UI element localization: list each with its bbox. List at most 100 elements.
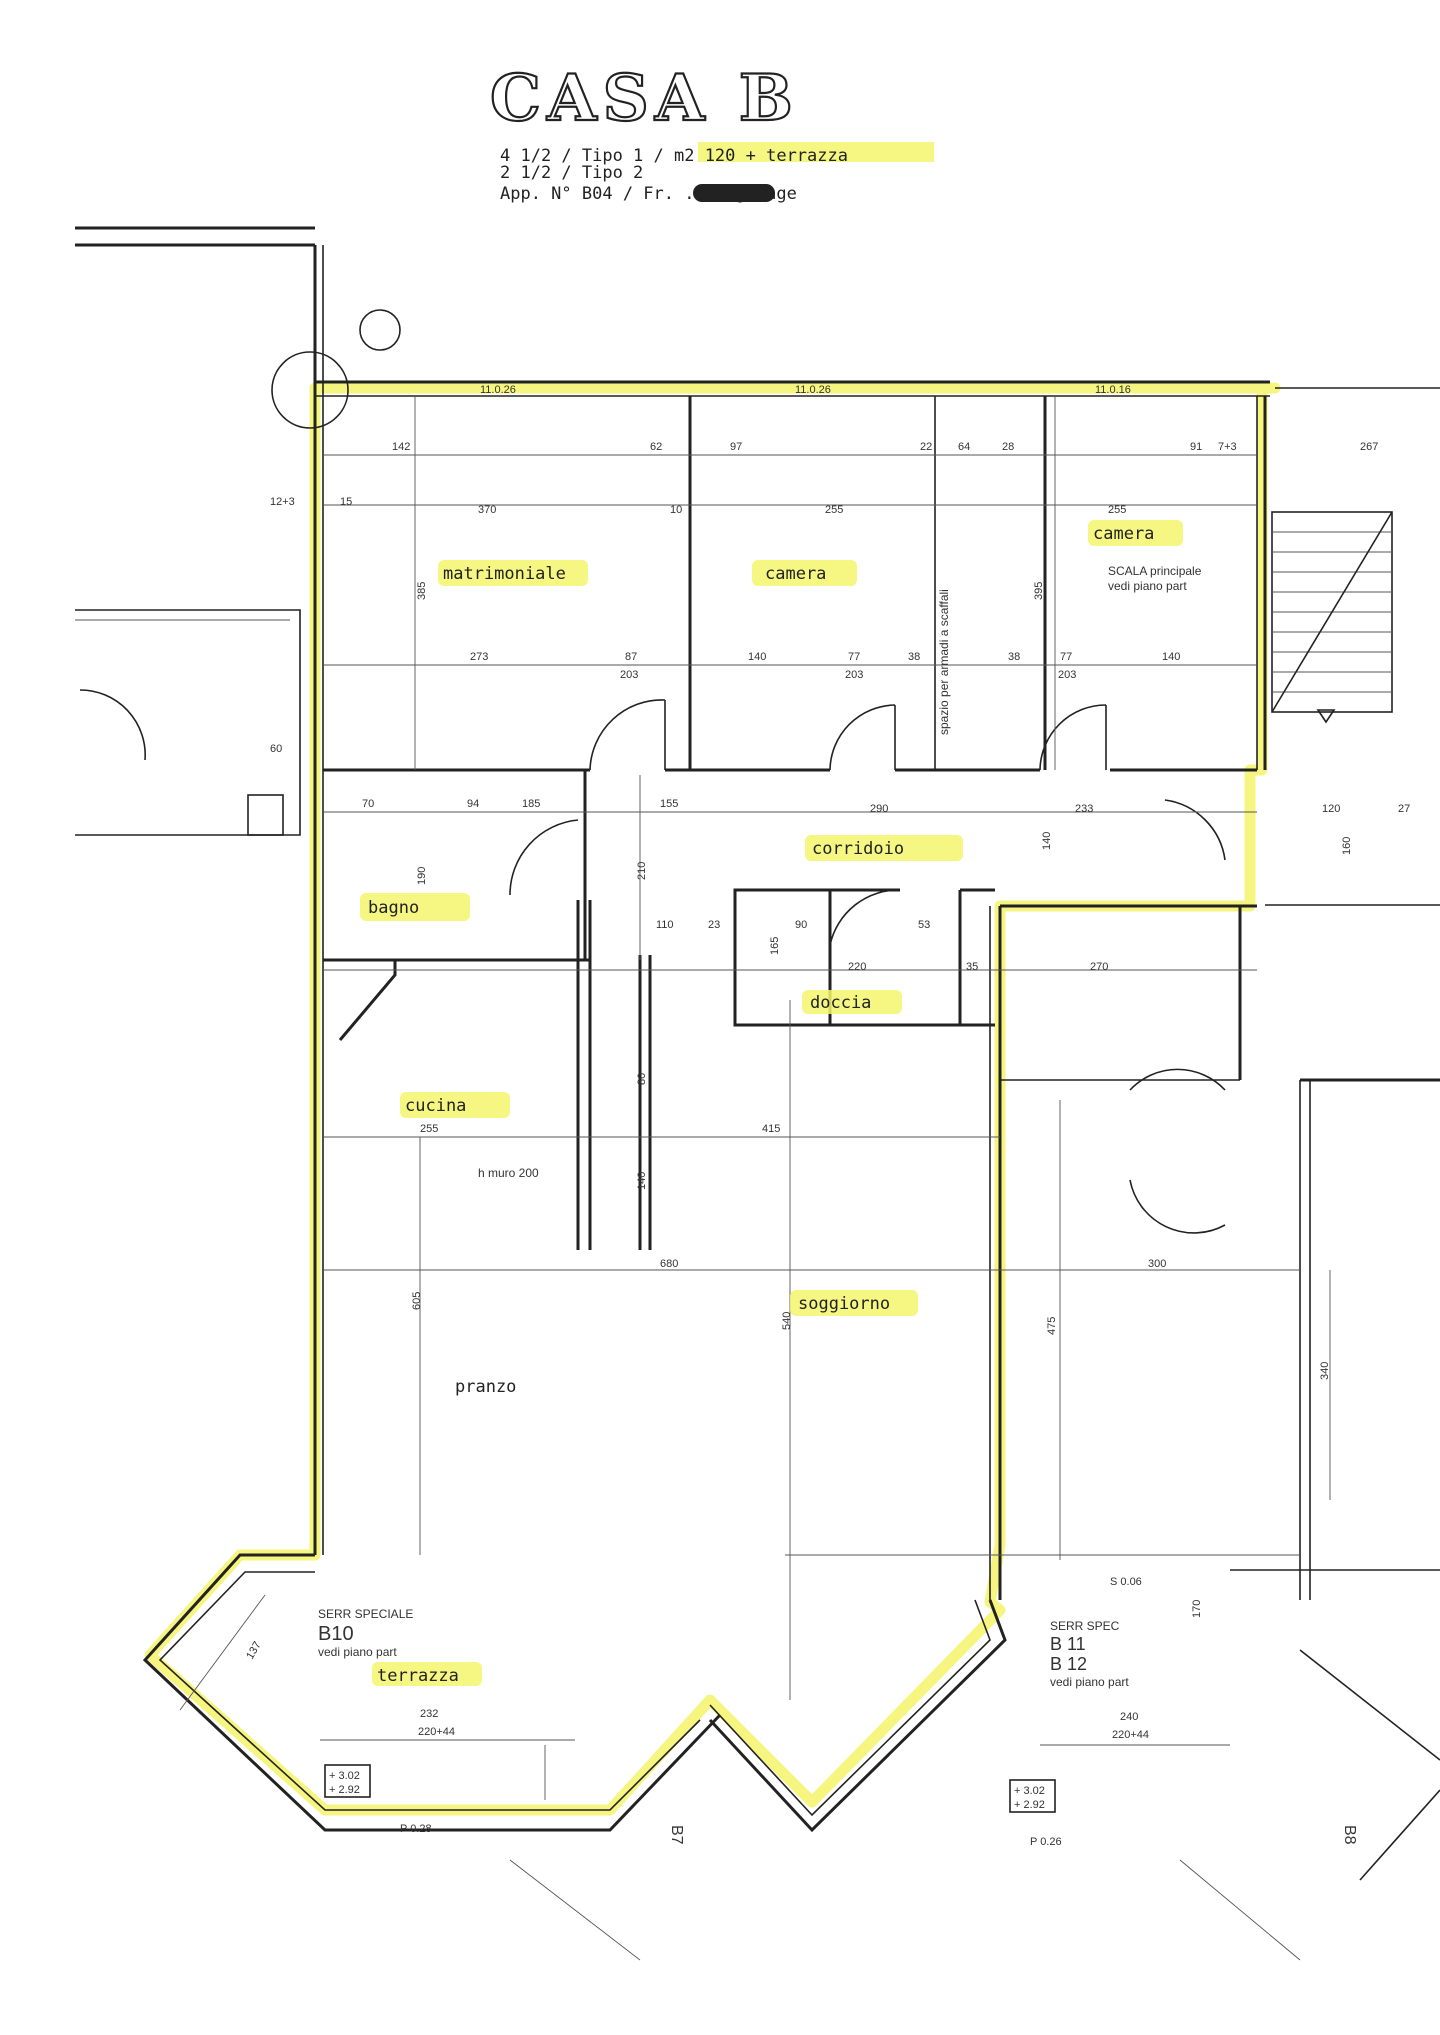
room-label-bagno: bagno bbox=[368, 898, 419, 918]
room-label-camera-2: camera bbox=[1093, 524, 1154, 544]
dimension-label: 62 bbox=[650, 441, 662, 453]
dimension-label: 273 bbox=[470, 651, 488, 663]
dimension-label: 140 bbox=[1162, 651, 1180, 663]
dimension-lines bbox=[179, 396, 1331, 1961]
dimension-label: 120 bbox=[1322, 803, 1340, 815]
wall-note-6: P 0.26 bbox=[1030, 1836, 1062, 1848]
dimension-label: 15 bbox=[340, 496, 352, 508]
dimension-label: 680 bbox=[660, 1258, 678, 1270]
wall-note-2: 11.0.26 bbox=[795, 384, 831, 396]
room-label-cucina: cucina bbox=[405, 1096, 466, 1116]
dimension-label: 270 bbox=[1090, 961, 1108, 973]
dimension-label: 165 bbox=[769, 937, 781, 955]
dimension-label: 233 bbox=[1075, 803, 1093, 815]
wall-note-5: P 0.28 bbox=[400, 1823, 432, 1835]
dimension-label: 255 bbox=[825, 504, 843, 516]
dimension-label: 220 bbox=[848, 961, 866, 973]
dimension-label: 203 bbox=[1058, 669, 1076, 681]
dimension-label: 160 bbox=[1341, 837, 1353, 855]
dimension-label: 155 bbox=[660, 798, 678, 810]
dimension-label: 220+44 bbox=[1112, 1729, 1149, 1741]
dimension-label: 185 bbox=[522, 798, 540, 810]
dimension-label: 91 bbox=[1190, 441, 1202, 453]
dimension-label: 142 bbox=[392, 441, 410, 453]
dimension-label: 97 bbox=[730, 441, 742, 453]
dimension-label: 140 bbox=[636, 1172, 648, 1190]
dimension-label: 220+44 bbox=[418, 1726, 455, 1738]
dimension-label: 240 bbox=[1120, 1711, 1138, 1723]
dimension-label: 290 bbox=[870, 803, 888, 815]
dimension-label: 140 bbox=[1041, 832, 1053, 850]
note-serr-1c: vedi piano part bbox=[318, 1645, 397, 1659]
dimension-label: 7+3 bbox=[1218, 441, 1237, 453]
room-label-highlights bbox=[360, 520, 1183, 1686]
dimension-label: 210 bbox=[636, 862, 648, 880]
plan-title: CASA B bbox=[490, 61, 799, 136]
dimension-label: 385 bbox=[416, 582, 428, 600]
wall-note-4: S 0.06 bbox=[1110, 1576, 1142, 1588]
label-b8: B8 bbox=[1341, 1825, 1358, 1845]
dimension-label: 90 bbox=[795, 919, 807, 931]
note-serr-2a: SERR SPEC bbox=[1050, 1619, 1120, 1633]
note-serr-1a: SERR SPECIALE bbox=[318, 1607, 413, 1621]
level-2a: + 3.02 bbox=[1014, 1785, 1045, 1797]
dimension-label: 38 bbox=[908, 651, 920, 663]
note-serr-2c: B 12 bbox=[1050, 1654, 1087, 1674]
dimension-label: 10 bbox=[670, 504, 682, 516]
exterior-walls bbox=[75, 226, 1270, 1833]
dimension-label: 255 bbox=[1108, 504, 1126, 516]
room-label-matrimoniale: matrimoniale bbox=[443, 564, 566, 584]
dimension-label: 28 bbox=[1002, 441, 1014, 453]
dimension-label: 203 bbox=[620, 669, 638, 681]
dimension-label: 137 bbox=[244, 1640, 264, 1662]
dimension-label: 255 bbox=[420, 1123, 438, 1135]
label-b7: B7 bbox=[668, 1825, 685, 1845]
dimension-label: 77 bbox=[1060, 651, 1072, 663]
room-label-corridoio: corridoio bbox=[812, 839, 904, 859]
header-line-1: 4 1/2 / Tipo 1 / m2 120 + terrazza bbox=[500, 146, 848, 166]
level-box-2 bbox=[1009, 1779, 1056, 1813]
header-line-2: 2 1/2 / Tipo 2 bbox=[500, 163, 643, 183]
dimension-label: 23 bbox=[708, 919, 720, 931]
room-label-soggiorno: soggiorno bbox=[798, 1294, 890, 1314]
level-box-1 bbox=[324, 1764, 371, 1798]
room-label-terrazza: terrazza bbox=[377, 1666, 459, 1686]
dimension-label: 12+3 bbox=[270, 496, 295, 508]
dimension-label: 140 bbox=[748, 651, 766, 663]
room-label-camera-1: camera bbox=[765, 564, 826, 584]
dimension-labels: 142 62 97 22 64 28 91 7+3 267 370 10 255… bbox=[244, 441, 1410, 1741]
dimension-label: 87 bbox=[625, 651, 637, 663]
neighbour-outlines bbox=[75, 309, 1440, 1881]
redaction-mark bbox=[693, 184, 775, 202]
dimension-label: 190 bbox=[416, 867, 428, 885]
level-1a: + 3.02 bbox=[329, 1770, 360, 1782]
dimension-label: 35 bbox=[966, 961, 978, 973]
dimension-label: 475 bbox=[1046, 1317, 1058, 1335]
dimension-label: 60 bbox=[270, 743, 282, 755]
level-1b: + 2.92 bbox=[329, 1784, 360, 1796]
wall-note-1: 11.0.26 bbox=[480, 384, 516, 396]
wall-note-3: 11.0.16 bbox=[1095, 384, 1131, 396]
note-h-muro: h muro 200 bbox=[478, 1166, 539, 1180]
dimension-label: 300 bbox=[1148, 1258, 1166, 1270]
note-scala-2: vedi piano part bbox=[1108, 579, 1187, 593]
note-serr-2d: vedi piano part bbox=[1050, 1675, 1129, 1689]
dimension-label: 203 bbox=[845, 669, 863, 681]
dimension-label: 370 bbox=[478, 504, 496, 516]
dimension-label: 232 bbox=[420, 1708, 438, 1720]
dimension-label: 70 bbox=[362, 798, 374, 810]
dimension-label: 94 bbox=[467, 798, 479, 810]
dimension-label: 540 bbox=[781, 1312, 793, 1330]
note-serr-2b: B 11 bbox=[1050, 1634, 1086, 1654]
dimension-label: 395 bbox=[1033, 582, 1045, 600]
dimension-label: 27 bbox=[1398, 803, 1410, 815]
dimension-label: 605 bbox=[411, 1292, 423, 1310]
dimension-label: 170 bbox=[1191, 1600, 1203, 1618]
dimension-label: 22 bbox=[920, 441, 932, 453]
dimension-label: 77 bbox=[848, 651, 860, 663]
apartment-outline-highlight bbox=[144, 382, 1281, 1816]
note-armadi: spazio per armadi a scaffali bbox=[937, 589, 951, 735]
room-label-pranzo: pranzo bbox=[455, 1377, 516, 1397]
dimension-label: 340 bbox=[1319, 1362, 1331, 1380]
